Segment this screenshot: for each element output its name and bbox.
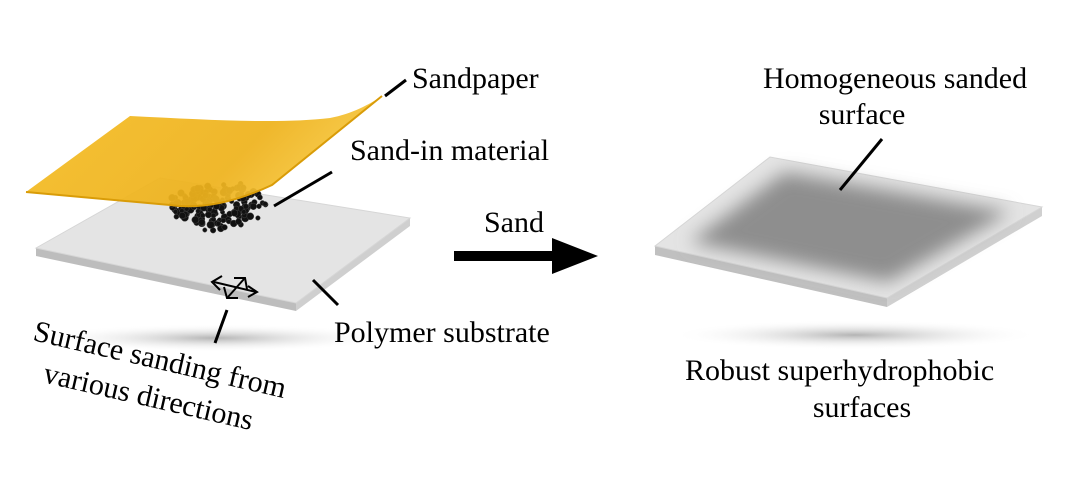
robust-label-line1: Robust superhydrophobic: [685, 354, 994, 387]
sand-particle: [249, 202, 257, 210]
sand-particle: [173, 209, 179, 215]
sand-particle: [206, 206, 213, 213]
substrate-shadow-right: [670, 320, 1040, 350]
sand-particle: [206, 220, 215, 229]
sand-particle: [256, 203, 262, 209]
sand-particle: [173, 213, 180, 220]
sand-particle: [246, 212, 255, 221]
polymer-substrate-label: Polymer substrate: [334, 316, 550, 349]
sand-particle: [198, 218, 206, 226]
sand-particle: [241, 209, 247, 215]
robust-label-line2: surfaces: [813, 391, 911, 424]
sand-particle: [255, 215, 261, 221]
right-arrow-icon: [454, 238, 598, 274]
sand-particle: [215, 221, 222, 227]
sandpaper-sheet: [25, 95, 383, 208]
homogeneous-leader-line: [838, 138, 884, 191]
homogeneous-label-line2: surface: [819, 98, 906, 131]
sanded-substrate-plate: [653, 156, 1044, 307]
sand-particle: [210, 212, 217, 219]
sand-particle: [242, 203, 249, 210]
sand-particle: [199, 212, 206, 219]
sandpaper-label: Sandpaper: [412, 62, 539, 95]
surface-sanding-leader-line: [213, 309, 229, 344]
homogeneous-label-line1: Homogeneous sanded: [763, 62, 1027, 95]
sand-particle: [231, 209, 239, 217]
sand-particle: [202, 227, 208, 233]
sand-particle: [262, 201, 268, 207]
sand-particle: [257, 194, 263, 201]
sand-particle: [204, 211, 213, 219]
sand-particle: [178, 212, 186, 220]
left-scene: Sandpaper Sand-in material Polymer subst…: [25, 62, 550, 437]
process-arrow-label: Sand: [484, 206, 544, 239]
sand-in-material-label: Sand-in material: [350, 134, 549, 167]
process-arrow: Sand: [454, 206, 598, 274]
sand-particle: [221, 224, 228, 231]
sandpaper-leader-line: [384, 78, 407, 98]
sand-in-material-leader-line: [273, 170, 333, 208]
sand-particle: [191, 216, 200, 224]
homogeneous-sanded-area: [690, 172, 1010, 282]
sand-particle: [195, 208, 201, 214]
polymer-substrate-leader-line: [311, 278, 340, 307]
substrate-shadow-left: [40, 324, 390, 352]
right-scene: Homogeneous sanded surface Robust superh…: [653, 62, 1044, 424]
sand-particle: [235, 218, 242, 225]
sand-particle: [220, 217, 226, 224]
multi-direction-arrows-icon: [210, 275, 259, 299]
